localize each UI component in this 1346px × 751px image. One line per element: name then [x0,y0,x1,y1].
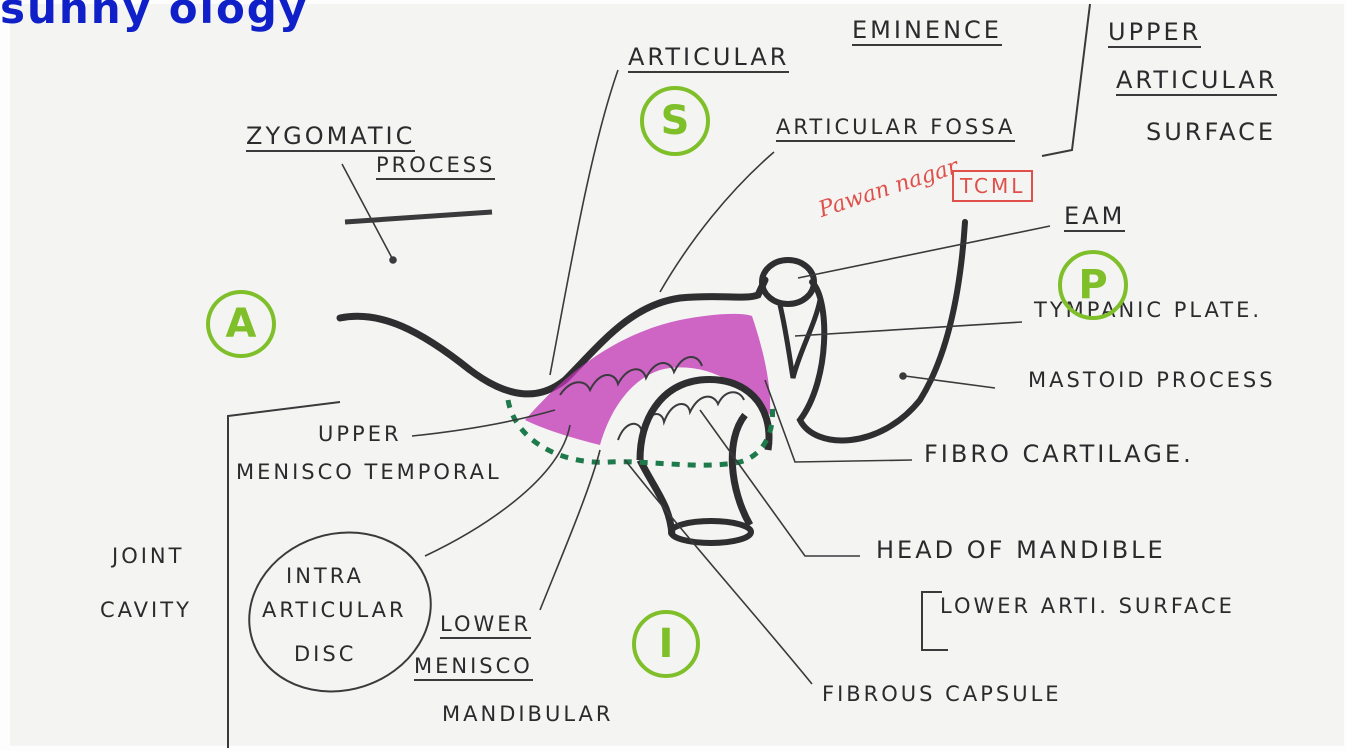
fossa-leader [660,152,774,292]
label-upper: UPPER [1108,20,1201,48]
label-fibro-cartilage: FIBRO CARTILAGE. [924,442,1194,466]
watermark-text: sunny ology [0,0,308,33]
eam-leader [798,226,1050,278]
zygomatic-stroke [345,212,492,222]
mastoid-dot [900,373,906,379]
marker-s: S [640,86,710,156]
label-eam: EAM [1064,204,1125,232]
eminence-leader [550,70,618,375]
label-lower: LOWER [440,614,531,639]
label-mastoid-process: MASTOID PROCESS [1028,370,1276,391]
label-surface: SURFACE [1146,120,1276,144]
label-menisco: MENISCO [414,656,533,681]
marker-p: P [1058,250,1128,320]
disc-leader [425,425,570,556]
label-cavity: CAVITY [100,600,192,621]
label-zygomatic: ZYGOMATIC [246,124,415,152]
mastoid-leader [905,376,995,388]
label-articular-fossa: ARTICULAR FOSSA [776,117,1015,142]
tympanic-plate-shape [780,300,820,378]
label-process: PROCESS [376,155,495,180]
zygomatic-dot [390,257,396,263]
label-menisco-temporal: MENISCO TEMPORAL [236,462,502,483]
mandible-neck-outline [640,415,750,535]
label-disc: DISC [294,644,356,665]
upper-articular-bracket [1042,4,1090,156]
label-articular-eminence-1: ARTICULAR [628,45,789,73]
label-lower-arti-surface: LOWER ARTI. SURFACE [940,596,1235,617]
label-fibrous-capsule: FIBROUS CAPSULE [822,684,1062,705]
label-upper-menisco: UPPER [318,424,402,445]
head-mandible-leader [700,410,860,556]
label-head-of-mandible: HEAD OF MANDIBLE [876,538,1166,562]
label-mandibular: MANDIBULAR [442,704,613,725]
fibrocartilage-loops-lower [618,392,744,440]
mandible-head-outline [640,379,769,460]
fibro-cartilage-leader [765,380,912,462]
eam-shape [762,260,814,304]
label-articular-eminence-2: EMINENCE [852,18,1002,46]
marker-i: I [632,610,700,678]
lower-menisco-leader [540,450,600,610]
label-articular: ARTICULAR [1116,68,1277,96]
tympanic-leader [795,322,1022,336]
signature-tag: TCML [952,170,1033,202]
label-articular-disc: ARTICULAR [262,600,407,621]
label-intra: INTRA [286,566,364,587]
marker-a: A [206,290,276,358]
label-joint: JOINT [112,546,184,567]
